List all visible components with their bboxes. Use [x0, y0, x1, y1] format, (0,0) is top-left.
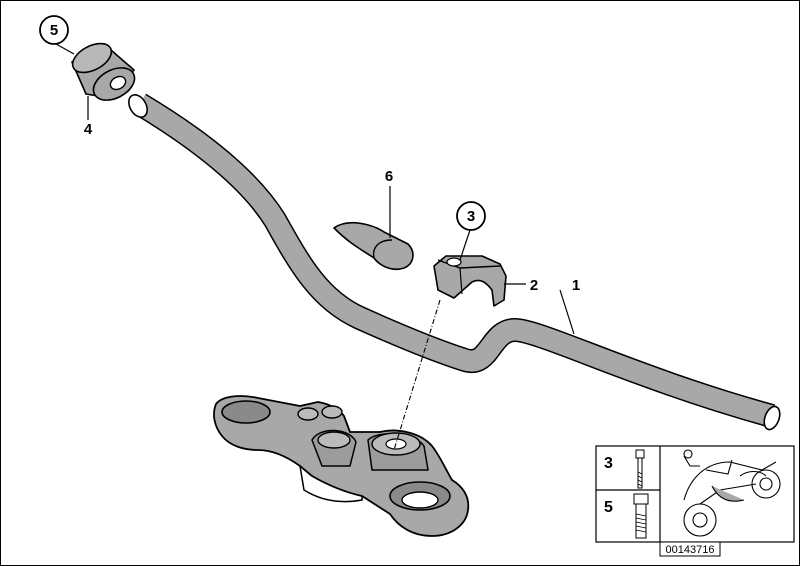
callout-4-label: 4 — [84, 121, 93, 138]
fork-bridge[interactable] — [213, 395, 470, 537]
handlebar[interactable] — [125, 92, 783, 432]
bolt-icon — [633, 493, 649, 539]
callout-3-label: 3 — [467, 208, 475, 225]
callout-2: 2 — [530, 277, 538, 294]
assembly-line — [393, 299, 441, 451]
callout-1: 1 — [572, 277, 580, 294]
handlebar-clamp[interactable] — [433, 255, 507, 307]
leader-lines — [55, 43, 575, 335]
callout-5-label: 5 — [50, 22, 58, 39]
callout-4: 4 — [84, 121, 93, 138]
screw-icon — [635, 449, 645, 489]
callout-5: 5 — [39, 15, 69, 45]
cable-clip[interactable] — [333, 221, 414, 271]
callout-6: 6 — [385, 168, 393, 185]
callout-1-label: 1 — [572, 277, 580, 294]
callout-6-label: 6 — [385, 168, 393, 185]
callout-2-label: 2 — [530, 277, 538, 294]
inset-row1-label: 3 — [604, 455, 613, 472]
motorcycle-icon — [683, 449, 781, 537]
inset-box: 3 5 00143716 — [595, 445, 795, 557]
bar-end-weight[interactable] — [68, 38, 140, 107]
part-number: 00143716 — [666, 544, 715, 556]
inset-row2-label: 5 — [604, 499, 613, 516]
callout-3: 3 — [456, 201, 486, 231]
